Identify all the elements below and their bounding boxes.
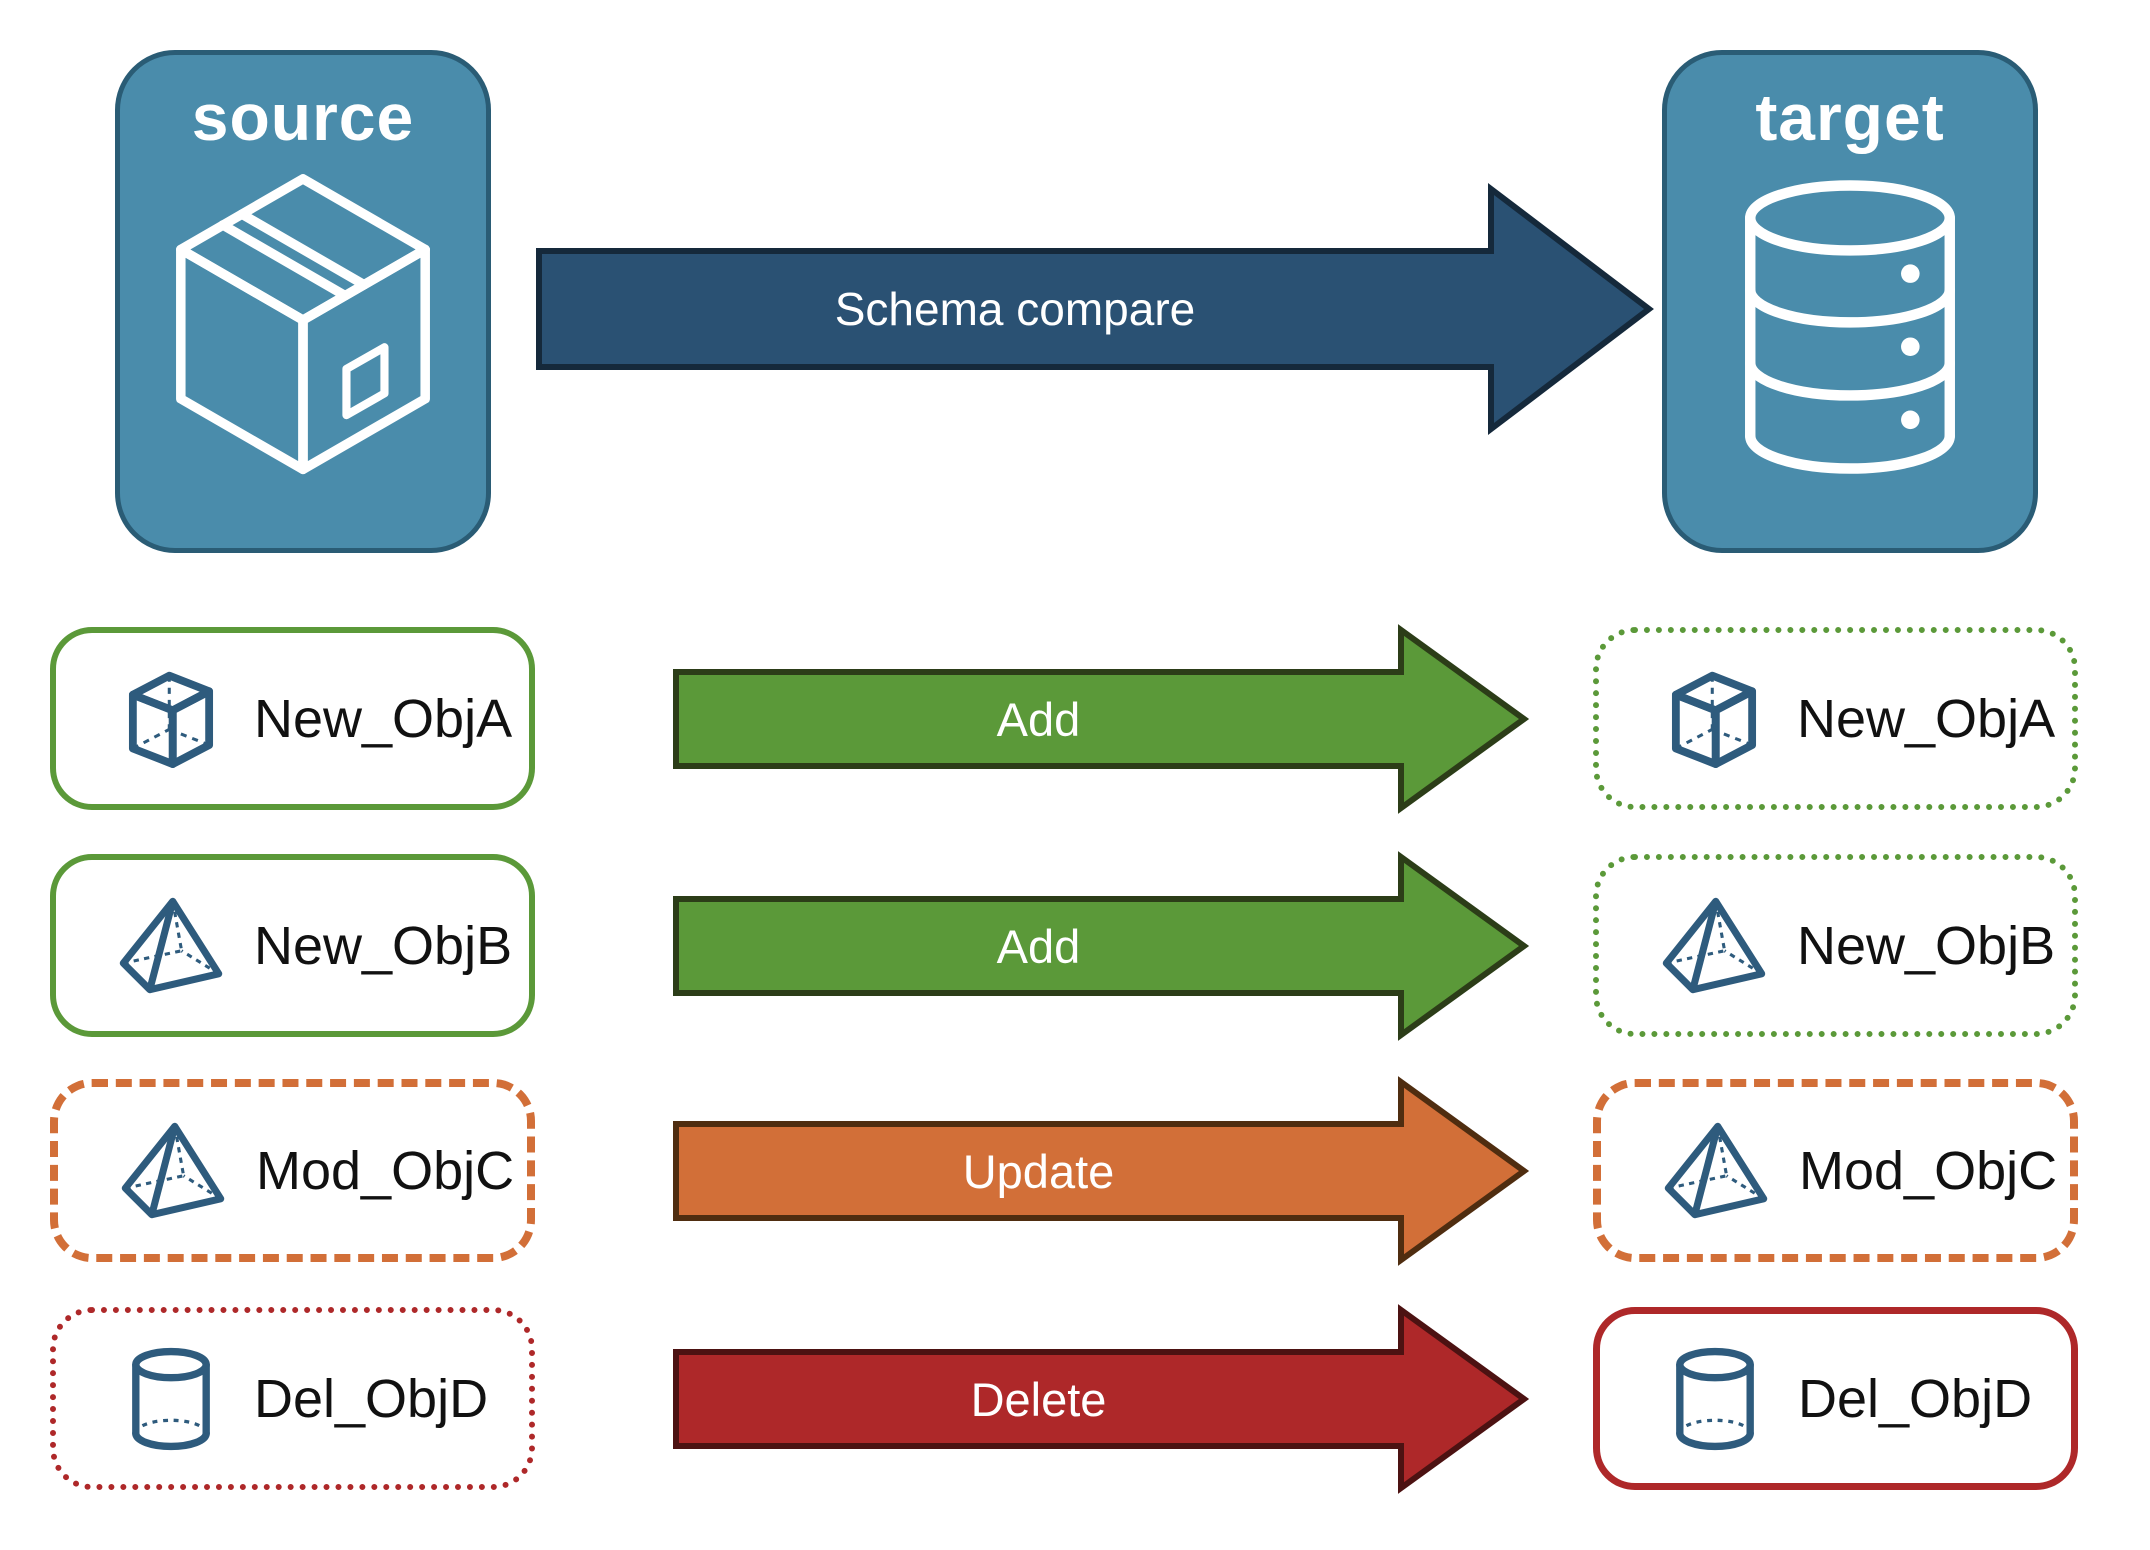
source-badge: source	[115, 50, 491, 553]
delete-arrow	[673, 1304, 1530, 1494]
schema-compare-label: Schema compare	[834, 283, 1196, 335]
object-label: Del_ObjD	[1798, 1368, 2033, 1429]
update-arrow-label: Update	[962, 1144, 1115, 1198]
target-object-box-mod-objc: Mod_ObjC	[1593, 1079, 2078, 1262]
target-object-box-new-obja: New_ObjA	[1593, 627, 2078, 810]
target-badge: target	[1662, 50, 2038, 553]
pyramid-icon	[120, 1120, 226, 1221]
object-label: New_ObjB	[1797, 915, 2056, 976]
add-arrow	[673, 624, 1530, 814]
add-arrow	[673, 851, 1530, 1041]
cylinder-icon	[1670, 1345, 1760, 1453]
cylinder-icon	[126, 1345, 216, 1453]
object-label: Mod_ObjC	[1799, 1140, 2058, 1201]
cube-icon	[119, 667, 223, 771]
package-icon	[167, 168, 439, 483]
object-label: New_ObjB	[254, 915, 513, 976]
pyramid-icon	[118, 895, 224, 996]
source-object-box-new-obja: New_ObjA	[50, 627, 535, 810]
source-title: source	[191, 80, 415, 154]
add-arrow-label: Add	[996, 919, 1081, 973]
schema-compare-arrow	[536, 182, 1654, 436]
target-object-box-del-objd: Del_ObjD	[1593, 1307, 2078, 1490]
pyramid-icon	[1661, 895, 1767, 996]
source-object-box-mod-objc: Mod_ObjC	[50, 1079, 535, 1262]
source-object-box-new-objb: New_ObjB	[50, 854, 535, 1037]
object-label: Del_ObjD	[254, 1368, 489, 1429]
target-object-box-new-objb: New_ObjB	[1593, 854, 2078, 1037]
database-icon	[1734, 176, 1966, 478]
delete-arrow-label: Delete	[970, 1372, 1107, 1426]
source-object-box-del-objd: Del_ObjD	[50, 1307, 535, 1490]
add-arrow-label: Add	[996, 692, 1081, 746]
object-label: New_ObjA	[1797, 688, 2056, 749]
object-label: New_ObjA	[254, 688, 513, 749]
cube-icon	[1662, 667, 1766, 771]
update-arrow	[673, 1076, 1530, 1266]
target-title: target	[1755, 80, 1945, 154]
object-label: Mod_ObjC	[256, 1140, 515, 1201]
pyramid-icon	[1663, 1120, 1769, 1221]
